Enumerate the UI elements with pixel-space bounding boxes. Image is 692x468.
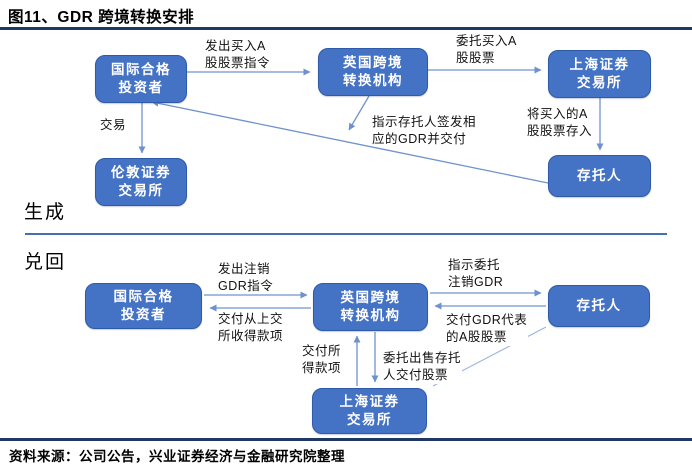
node-shanghai-stock-exchange-2: 上海证券 交易所 xyxy=(312,388,427,434)
source-note: 资料来源：公司公告，兴业证券经济与金融研究院整理 xyxy=(9,449,345,464)
label-issue-buy-order: 发出买入A 股股票指令 xyxy=(205,39,271,70)
label-instruct-sign-gdr: 指示存托人签发相 应的GDR并交付 xyxy=(372,115,477,146)
label-instruct-cancel-gdr: 指示委托 注销GDR xyxy=(448,258,504,289)
node-depositary-2: 存托人 xyxy=(548,285,650,327)
node-qualified-investor-2: 国际合格 投资者 xyxy=(85,283,202,329)
label-trade: 交易 xyxy=(100,118,127,132)
label-pay-proceeds: 交付所 得款项 xyxy=(302,344,342,375)
label-deliver-gdr-shares: 交付GDR代表 的A股股票 xyxy=(445,312,529,346)
footer-rule xyxy=(0,438,692,441)
label-pay-proceeds-to-investor: 交付从上交 所收得款项 xyxy=(218,312,284,343)
arrow-depositary-to-investor xyxy=(151,99,549,184)
label-entrust-sell: 委托出售存托 人交付股票 xyxy=(382,350,463,384)
title-underline xyxy=(0,27,692,30)
section-divider xyxy=(25,233,667,235)
node-uk-conversion-agency-2: 英国跨境 转换机构 xyxy=(313,283,428,331)
node-uk-conversion-agency: 英国跨境 转换机构 xyxy=(318,48,428,96)
node-depositary: 存托人 xyxy=(548,155,651,197)
label-deposit-bought-shares: 将买入的A 股股票存入 xyxy=(527,107,593,138)
section-label-generation: 生成 xyxy=(24,202,67,223)
node-london-stock-exchange: 伦敦证券 交易所 xyxy=(95,158,187,206)
node-shanghai-stock-exchange: 上海证券 交易所 xyxy=(548,50,651,98)
section-label-redemption: 兑回 xyxy=(24,252,67,273)
label-entrust-buy: 委托买入A 股股票 xyxy=(456,34,517,65)
figure-title: 图11、GDR 跨境转换安排 xyxy=(8,9,195,26)
arrow-uk-instruct-depositary xyxy=(348,95,370,131)
node-qualified-investor: 国际合格 投资者 xyxy=(95,55,187,103)
label-issue-cancel-order: 发出注销 GDR指令 xyxy=(218,262,274,293)
